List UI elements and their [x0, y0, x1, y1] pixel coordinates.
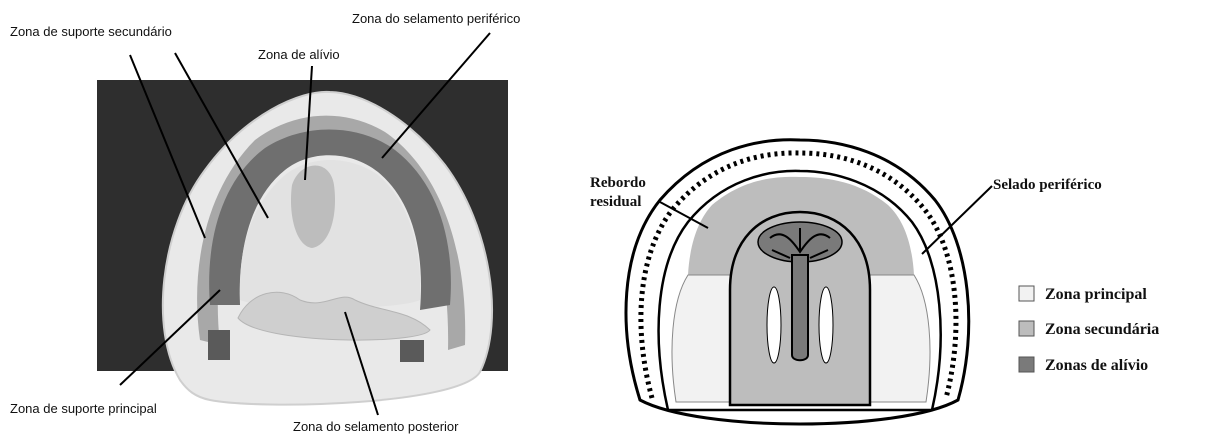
legend-item-alivio: Zonas de alívio	[1019, 357, 1148, 374]
label-peripheral-seal-right: Selado periférico	[993, 177, 1102, 193]
legend: Zona principal Zona secundária Zonas de …	[1019, 286, 1159, 374]
right-tuberosity	[400, 340, 424, 362]
relief-oval-left	[767, 287, 781, 363]
legend-item-principal: Zona principal	[1019, 286, 1147, 303]
label-residual-ridge-2: residual	[590, 194, 641, 210]
principal-zone-left	[672, 275, 730, 402]
legend-item-secundaria: Zona secundária	[1019, 321, 1159, 338]
label-primary-support: Zona de suporte principal	[10, 401, 157, 416]
relief-oval-right	[819, 287, 833, 363]
label-posterior-seal: Zona do selamento posterior	[293, 419, 459, 434]
legend-label-principal: Zona principal	[1045, 286, 1147, 303]
legend-label-alivio: Zonas de alívio	[1045, 357, 1148, 374]
left-tuberosity	[208, 330, 230, 360]
label-residual-ridge-1: Rebordo	[590, 175, 646, 191]
denture-photo	[97, 80, 508, 405]
schematic-diagram	[626, 140, 969, 424]
label-relief-zone: Zona de alívio	[258, 47, 340, 62]
label-secondary-support: Zona de suporte secundário	[10, 24, 172, 39]
principal-zone-right	[870, 275, 930, 402]
legend-swatch-secundaria	[1019, 321, 1034, 336]
relief-zone-raphe	[792, 255, 808, 360]
legend-swatch-principal	[1019, 286, 1034, 301]
legend-label-secundaria: Zona secundária	[1045, 321, 1159, 338]
legend-swatch-alivio	[1019, 357, 1034, 372]
label-peripheral-seal: Zona do selamento periférico	[352, 11, 520, 26]
